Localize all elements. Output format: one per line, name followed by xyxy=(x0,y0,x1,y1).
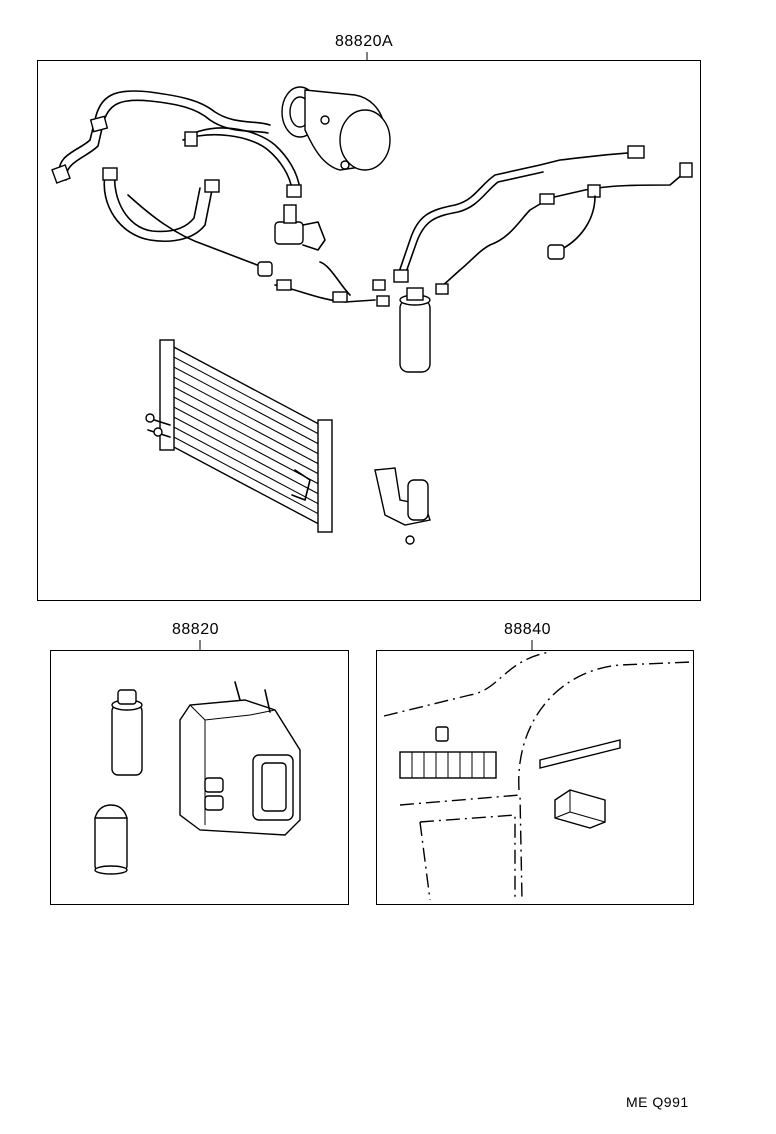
mounting-bracket xyxy=(374,467,431,545)
evaporator-unit xyxy=(179,681,301,836)
refrigerant-can xyxy=(94,804,128,875)
receiver-drier-small xyxy=(111,689,143,776)
dashboard-panel xyxy=(376,650,694,905)
condenser xyxy=(145,339,333,533)
dashboard-outline xyxy=(383,651,693,901)
part-number-88820A: 88820A xyxy=(335,33,394,50)
unit-kit-panel xyxy=(50,650,349,905)
ac-control-switch xyxy=(554,789,606,829)
part-number-88820: 88820 xyxy=(172,621,219,638)
ac-hose-assembly xyxy=(51,86,693,373)
diagram-code: ME Q991 xyxy=(626,1094,689,1110)
part-number-88840: 88840 xyxy=(504,621,551,638)
ac-kit-panel xyxy=(37,60,701,601)
